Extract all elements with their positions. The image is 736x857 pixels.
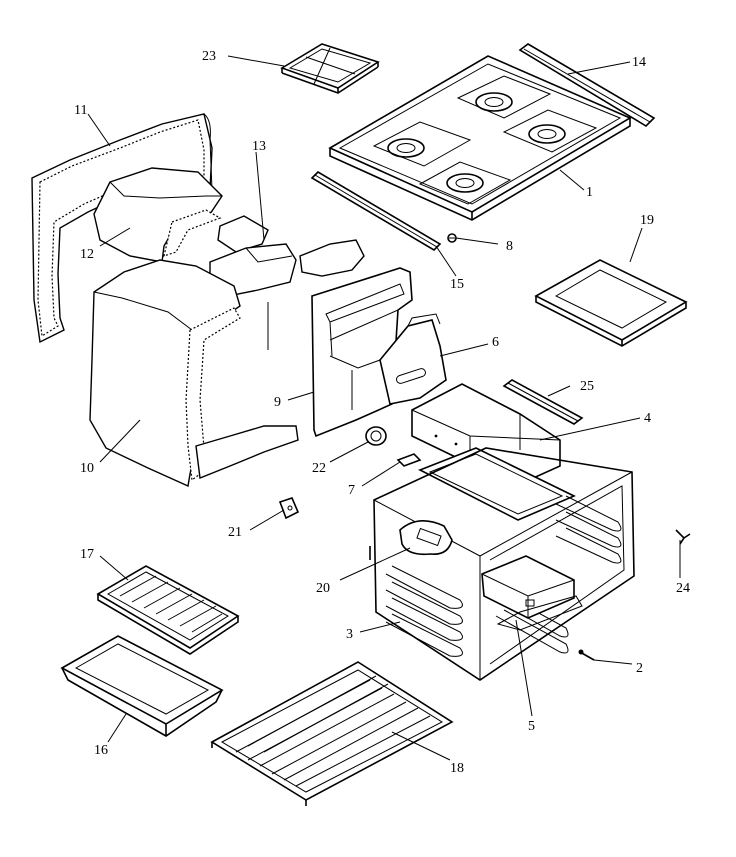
part-burner-grate: [280, 43, 380, 94]
callout-labels: 1 2 3 4 5 6 7 8 9 10 11 12 13 14 15 16 1…: [74, 49, 690, 776]
callout-24: 24: [676, 581, 690, 596]
part-trim-bar: [502, 379, 584, 425]
part-clip: [396, 453, 422, 467]
part-cooktop: [328, 55, 632, 221]
callout-23: 23: [202, 49, 216, 64]
part-drip-tray: [534, 259, 688, 347]
part-front-trim-strip: [310, 170, 442, 252]
callout-17: 17: [80, 547, 94, 562]
callout-14: 14: [632, 55, 646, 70]
part-broil-burner: [411, 383, 561, 485]
part-oven-insulation-wrap: [89, 259, 299, 488]
part-small-bracket: [278, 497, 300, 520]
callout-19: 19: [640, 213, 654, 228]
part-oven-cavity: [373, 447, 635, 681]
leader-lines: [87, 55, 681, 761]
callout-21: 21: [228, 525, 242, 540]
callout-7: 7: [348, 483, 355, 498]
part-broiler-pan: [60, 635, 224, 737]
callout-5: 5: [528, 719, 535, 734]
callout-15: 15: [450, 277, 464, 292]
callout-6: 6: [492, 335, 499, 350]
part-rear-trim-strip: [518, 43, 656, 128]
callout-13: 13: [252, 139, 266, 154]
part-small-screw: [578, 649, 595, 661]
callout-2: 2: [636, 661, 643, 676]
part-burner-baffle: [379, 313, 447, 405]
callout-18: 18: [450, 761, 464, 776]
part-burner-bracket: [369, 520, 453, 560]
part-insulation-pieces: [209, 215, 365, 297]
callout-3: 3: [346, 627, 353, 642]
part-oven-rack: [210, 661, 454, 806]
part-broiler-insert: [96, 565, 240, 655]
callout-1: 1: [586, 185, 593, 200]
part-screw: [447, 233, 457, 243]
callout-22: 22: [312, 461, 326, 476]
callout-11: 11: [74, 103, 87, 118]
callout-12: 12: [80, 247, 94, 262]
part-top-insulation: [93, 167, 223, 263]
callout-10: 10: [80, 461, 94, 476]
part-burner-ring: [365, 426, 387, 446]
callout-20: 20: [316, 581, 330, 596]
callout-4: 4: [644, 411, 651, 426]
callout-9: 9: [274, 395, 281, 410]
callout-8: 8: [506, 239, 513, 254]
callout-25: 25: [580, 379, 594, 394]
part-wire-clip: [675, 529, 691, 545]
part-oven-burner: [481, 555, 583, 631]
callout-16: 16: [94, 743, 108, 758]
